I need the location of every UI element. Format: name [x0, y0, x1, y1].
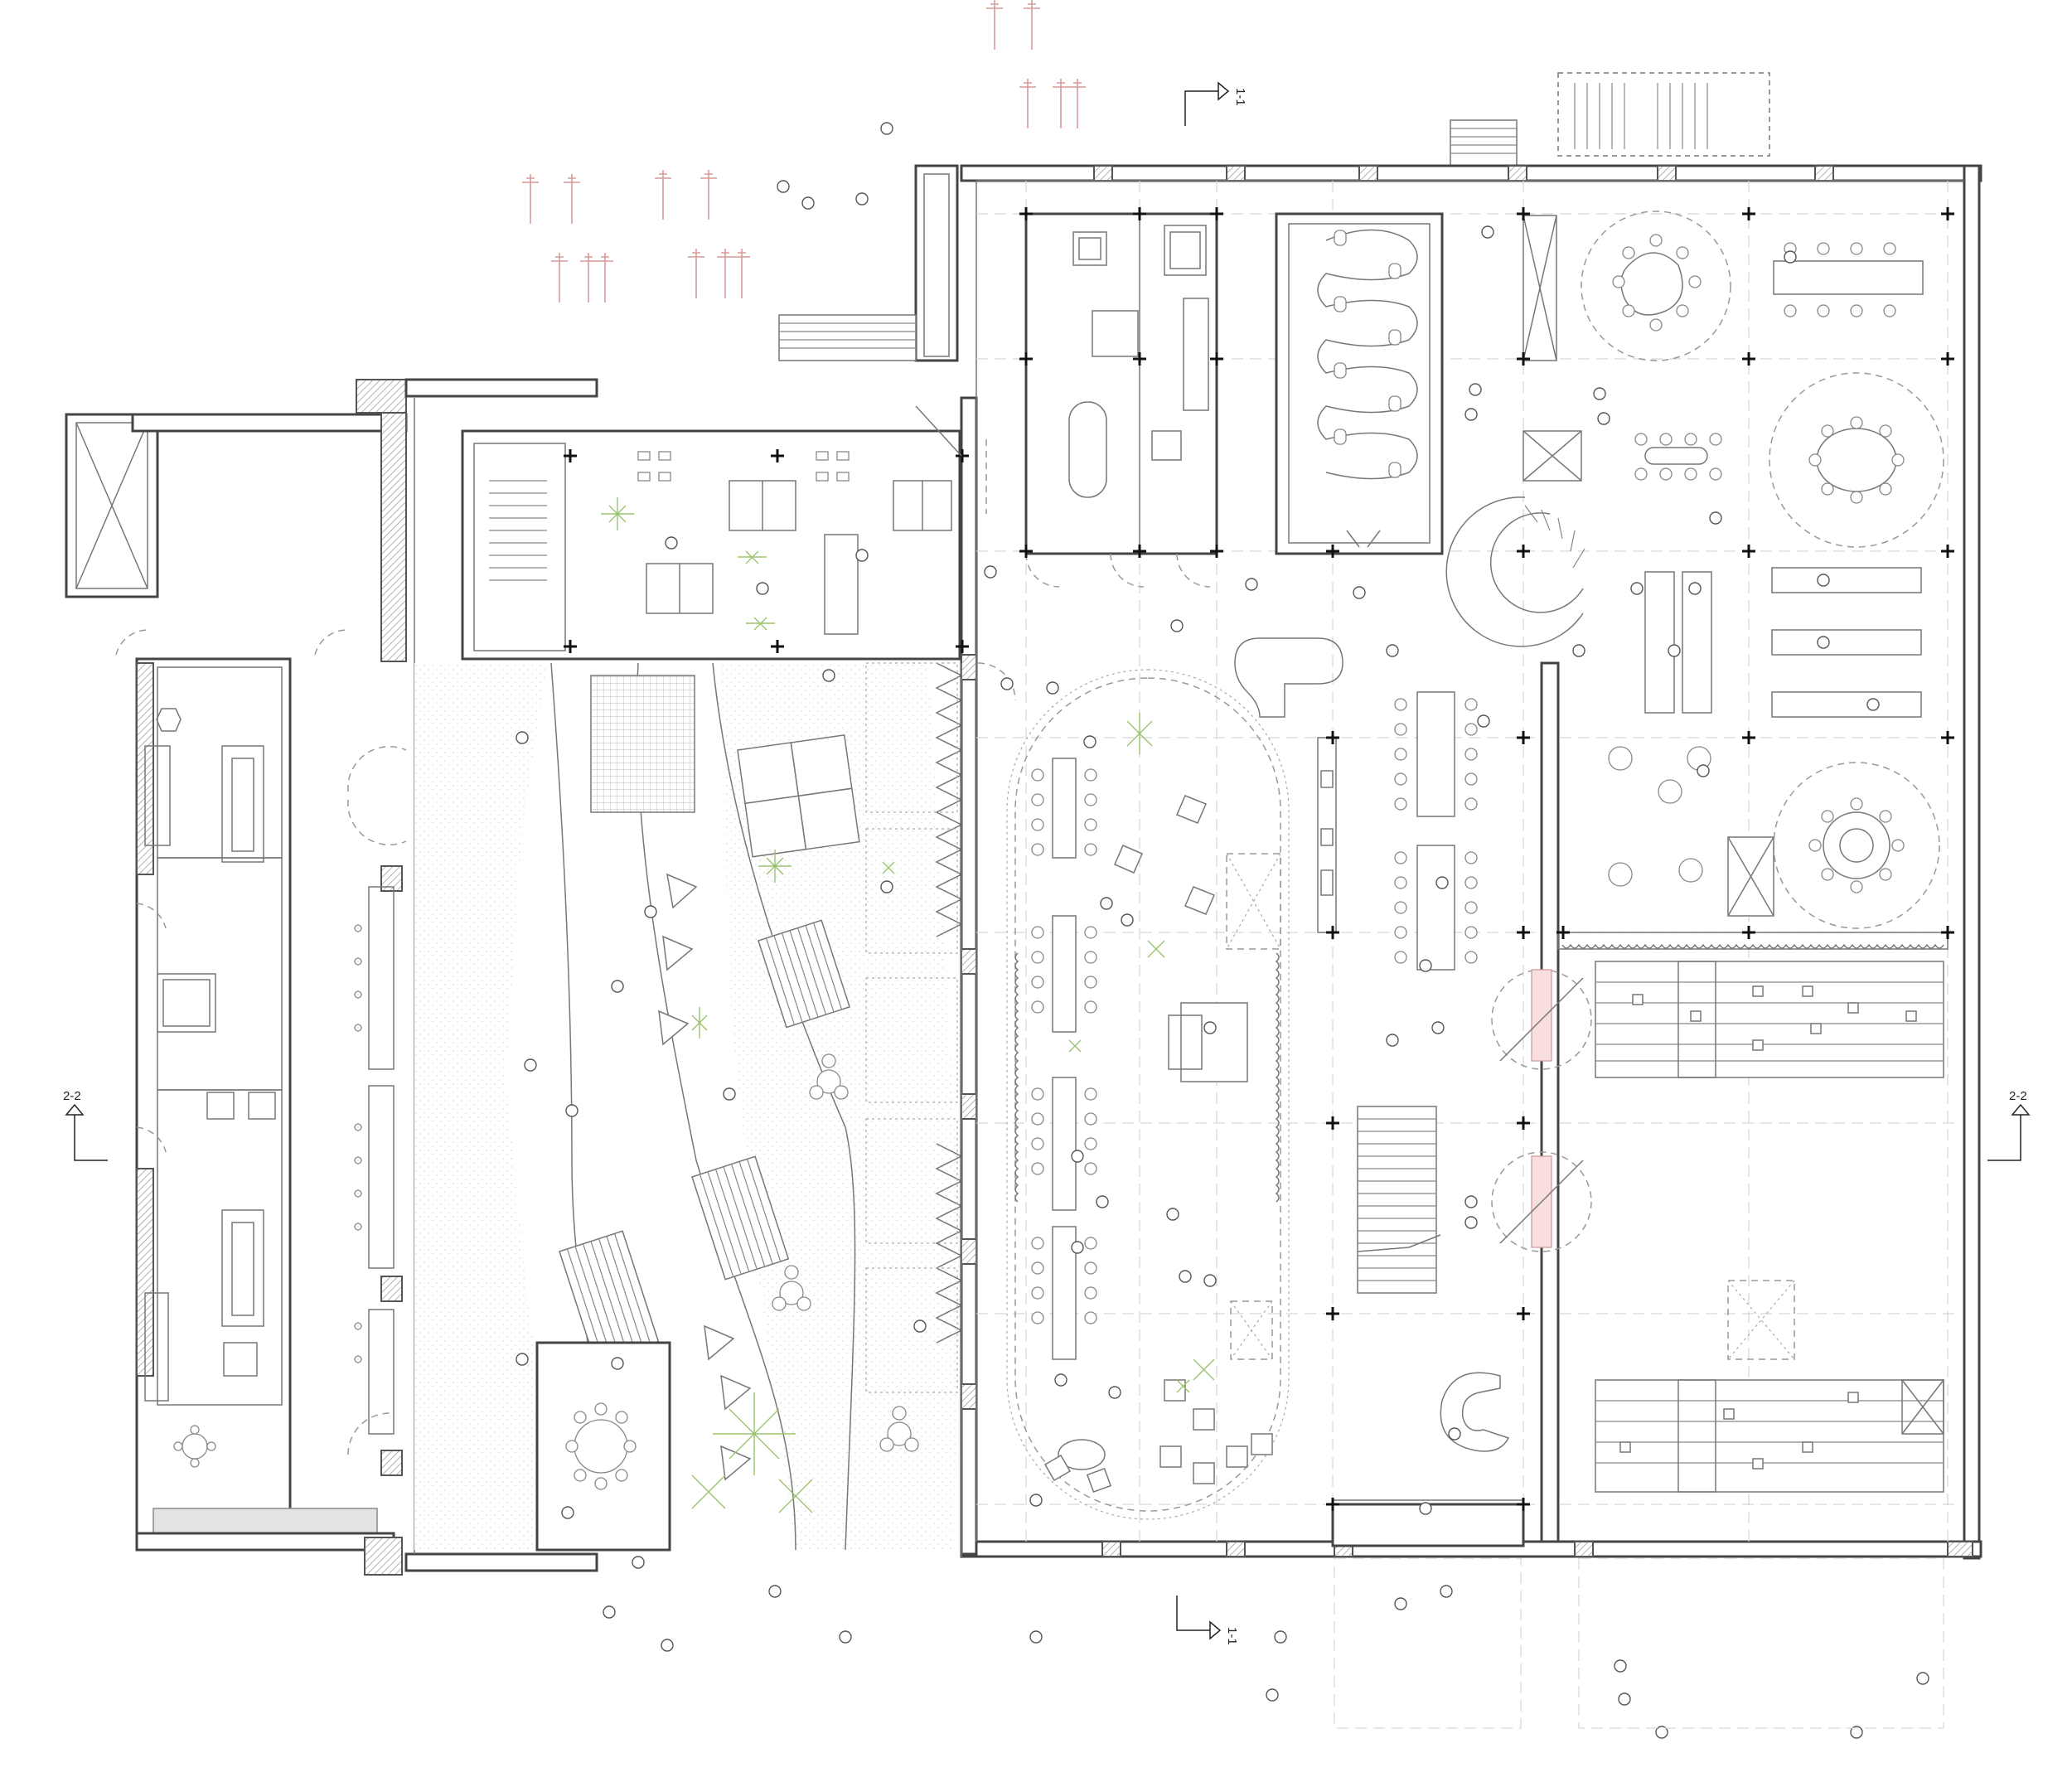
- section-marker-right: 2-2: [1987, 1089, 2031, 1161]
- section-label-bottom: 1-1: [1225, 1627, 1239, 1645]
- section-label-left: 2-2: [63, 1089, 81, 1103]
- section-label-right: 2-2: [2009, 1089, 2027, 1103]
- outdoor-zones: [1334, 1557, 1944, 1729]
- entry-stairs-top: [778, 72, 1770, 362]
- section-label-top: 1-1: [1233, 88, 1247, 106]
- section-marker-bottom: 1-1: [1176, 1595, 1239, 1645]
- main-hall: [564, 164, 1982, 1560]
- central-atrium: [414, 429, 963, 1552]
- section-marker-left: 2-2: [63, 1089, 108, 1161]
- outdoor-bicycles: [522, 0, 1086, 303]
- people-figures: [516, 122, 1929, 1739]
- left-wing: [65, 378, 598, 1576]
- column-markers: [564, 207, 1954, 1511]
- section-marker-top: 1-1: [1184, 81, 1247, 126]
